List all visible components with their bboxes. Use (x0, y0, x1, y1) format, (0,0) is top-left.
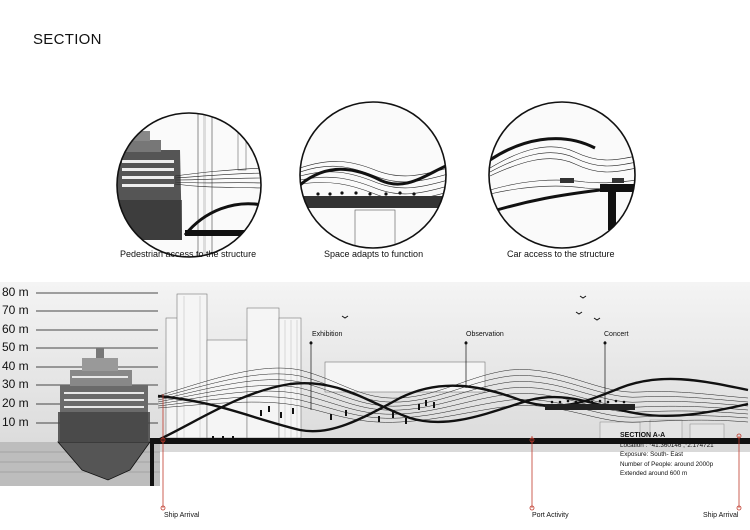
section-info-heading: SECTION A-A (620, 432, 666, 439)
height-label-30: 30 m (2, 377, 29, 391)
cruise-ship (57, 348, 151, 481)
zone-label-observation: Observation (466, 331, 504, 338)
caption-space-adapts: Space adapts to function (324, 249, 424, 259)
height-label-10: 10 m (2, 415, 29, 429)
zone-label-concert: Concert (604, 331, 629, 338)
section-title: SECTION (33, 31, 102, 48)
caption-car-access: Car access to the structure (507, 249, 615, 259)
height-label-60: 60 m (2, 322, 29, 336)
section-info-location: Location : °41.360146 ,°2.174721 (620, 441, 714, 449)
marker-label-port-activity: Port Activity (532, 512, 569, 519)
height-label-70: 70 m (2, 303, 29, 317)
long-section (0, 282, 750, 511)
detail-car-access (489, 102, 635, 248)
height-label-20: 20 m (2, 396, 29, 410)
section-info-exposure: Exposure: South- East (620, 451, 684, 459)
marker-label-ship-arrival-right: Ship Arrival (703, 512, 739, 519)
height-label-80: 80 m (2, 285, 29, 299)
section-info-extended: Extended around 600 m (620, 470, 688, 478)
detail-pedestrian-access (117, 113, 261, 257)
height-label-40: 40 m (2, 359, 29, 373)
height-label-50: 50 m (2, 340, 29, 354)
caption-pedestrian-access: Pedestrian access to the structure (120, 249, 257, 259)
zone-label-exhibition: Exhibition (312, 331, 343, 338)
section-info-people: Number of People: around 2000p (620, 460, 714, 468)
marker-label-ship-arrival-left: Ship Arrival (164, 512, 200, 519)
detail-space-adapts (300, 102, 446, 248)
section-info-block: SECTION A-A Location : °41.360146 ,°2.17… (620, 431, 714, 479)
